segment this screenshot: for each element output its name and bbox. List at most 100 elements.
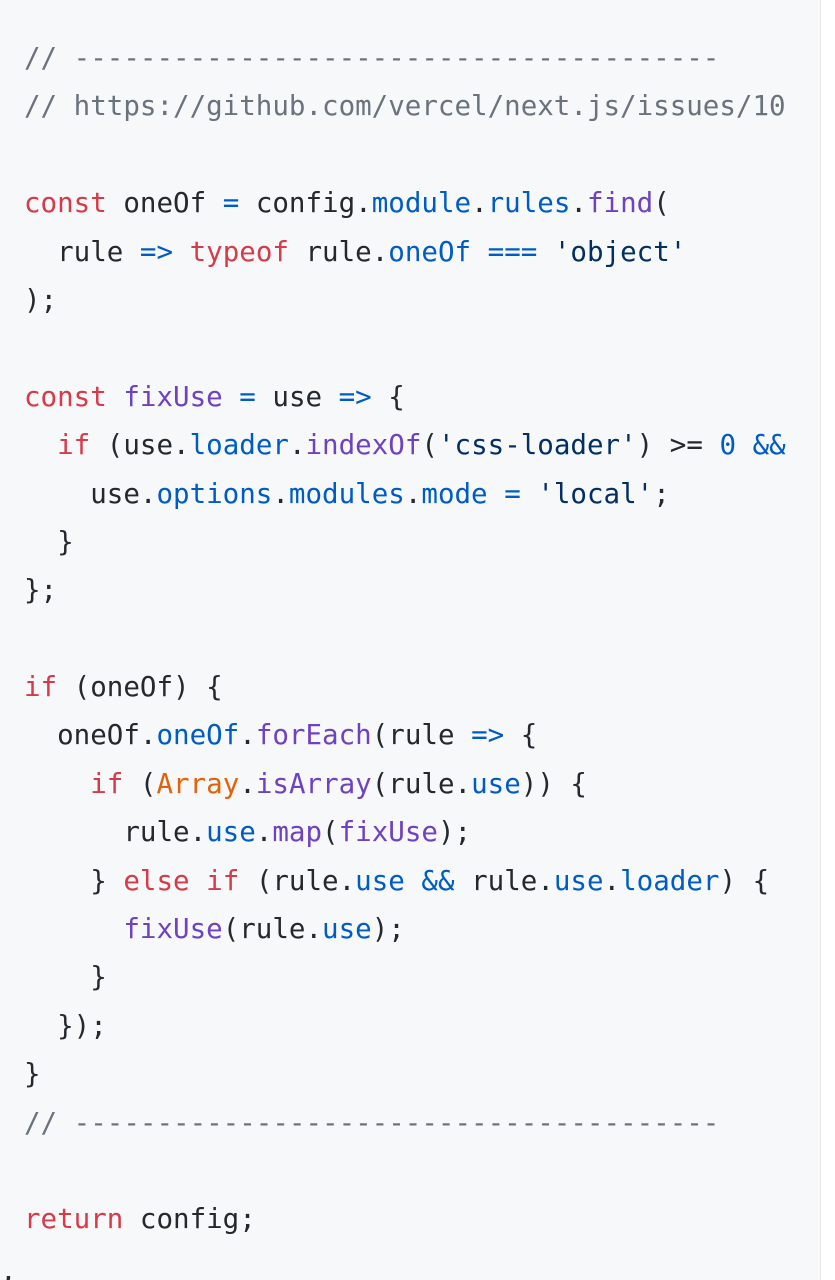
code-line (24, 615, 786, 663)
code-token-keyword: return (24, 1203, 124, 1236)
trailing-punctuation: , (0, 1255, 17, 1280)
code-token-plain (107, 381, 124, 413)
code-line: const oneOf = config.module.rules.find( (24, 179, 786, 227)
code-token-plain: ( (421, 429, 438, 462)
code-token-property: = (239, 380, 256, 413)
code-token-plain: . (239, 767, 256, 800)
code-token-property: && (752, 429, 786, 462)
code-token-plain: { (371, 380, 405, 413)
code-token-property: rules (487, 187, 571, 220)
code-token-plain: ( (322, 816, 339, 849)
code-token-keyword: if (57, 429, 91, 462)
code-token-property: && (421, 864, 455, 897)
code-token-plain (24, 768, 90, 800)
code-token-plain (537, 236, 554, 268)
code-token-plain: (rule. (371, 767, 472, 800)
code-line: fixUse(rule.use); (24, 905, 786, 953)
code-line: use.options.modules.mode = 'local'; (24, 470, 786, 518)
code-token-plain: config; (123, 1203, 256, 1236)
code-token-plain (173, 236, 190, 268)
code-token-property: use (471, 767, 521, 800)
code-token-plain: (oneOf) { (57, 671, 223, 704)
code-token-plain (736, 429, 753, 461)
code-token-plain: ( (653, 187, 670, 220)
code-token-plain: . (603, 864, 621, 897)
code-token-plain: ); (371, 913, 405, 946)
code-token-plain: rule. (454, 864, 554, 897)
code-token-property: => (338, 380, 372, 413)
code-line: if (use.loader.indexOf('css-loader') >= … (24, 421, 786, 469)
code-token-property: mode (421, 477, 488, 510)
code-line: }); (24, 1002, 786, 1050)
code-token-property: = (222, 187, 240, 220)
code-token-property: oneOf (156, 719, 240, 752)
code-token-property: => (471, 719, 505, 752)
code-token-plain: )) { (520, 767, 587, 800)
code-token-comment: // -------------------------------------… (24, 1106, 720, 1139)
code-token-plain: ); (24, 283, 58, 316)
code-token-plain: { (504, 719, 538, 752)
code-token-keyword: typeof (189, 235, 289, 268)
code-line: } (24, 518, 786, 566)
code-line: if (oneOf) { (24, 663, 786, 711)
code-token-plain: . (471, 187, 488, 220)
code-token-plain (24, 429, 57, 461)
code-token-plain: (rule (371, 719, 472, 752)
code-token-plain: (rule. (239, 864, 356, 897)
code-token-plain: rule. (288, 235, 389, 268)
code-line: return config; (24, 1195, 786, 1243)
code-token-string: 'object' (553, 235, 687, 268)
code-line: } (24, 1050, 786, 1098)
code-token-property: === (487, 235, 538, 268)
horizontal-scroll-edge[interactable] (820, 0, 835, 1280)
code-token-plain: . (404, 477, 422, 510)
code-line: const fixUse = use => { (24, 373, 786, 421)
code-token-function: forEach (255, 719, 372, 752)
code-token-function: fixUse (123, 380, 223, 413)
code-token-plain: (rule. (222, 913, 323, 946)
code-token-string: 'local' (537, 477, 654, 510)
code-token-string: 'css-loader' (437, 429, 637, 462)
code-token-plain: ) >= (636, 429, 720, 462)
code-token-plain: oneOf (106, 187, 223, 220)
code-line: }; (24, 566, 786, 614)
code-token-plain: ) { (719, 864, 770, 897)
code-token-comment: // -------------------------------------… (24, 42, 720, 74)
code-line: // https://github.com/vercel/next.js/iss… (24, 82, 786, 130)
code-token-plain: . (272, 477, 289, 510)
code-token-property: => (139, 235, 174, 268)
code-content: // -------------------------------------… (24, 34, 786, 1244)
code-line: } else if (rule.use && rule.use.loader) … (24, 857, 786, 905)
code-line: // -------------------------------------… (24, 1099, 786, 1147)
code-token-plain: }); (24, 1009, 107, 1042)
code-line: ); (24, 276, 786, 324)
code-token-plain: } (24, 1058, 41, 1091)
code-token-plain: . (288, 429, 306, 462)
code-token-builtin: Array (156, 767, 240, 800)
code-token-plain: } (24, 961, 107, 994)
code-token-plain: . (239, 719, 256, 752)
code-token-property: use (206, 816, 256, 849)
code-line: if (Array.isArray(rule.use)) { (24, 760, 786, 808)
code-token-plain (471, 236, 488, 268)
code-token-plain: } (24, 864, 124, 897)
code-line (24, 131, 786, 179)
code-token-function: fixUse (338, 816, 438, 849)
code-line: rule.use.map(fixUse); (24, 808, 786, 856)
code-token-keyword: if (24, 671, 58, 704)
code-token-plain: }; (24, 574, 58, 607)
code-token-plain: (use. (90, 429, 190, 462)
code-token-keyword: const (24, 380, 107, 413)
code-token-plain (223, 381, 240, 413)
code-token-plain: rule. (24, 816, 207, 849)
code-token-plain (190, 865, 207, 897)
code-line (24, 1147, 786, 1195)
code-line (24, 324, 786, 372)
code-token-property: loader (189, 429, 289, 462)
code-token-plain: use. (24, 477, 157, 510)
code-token-plain: ( (123, 767, 157, 800)
code-token-property: loader (620, 864, 720, 897)
code-token-property: = (504, 477, 521, 510)
